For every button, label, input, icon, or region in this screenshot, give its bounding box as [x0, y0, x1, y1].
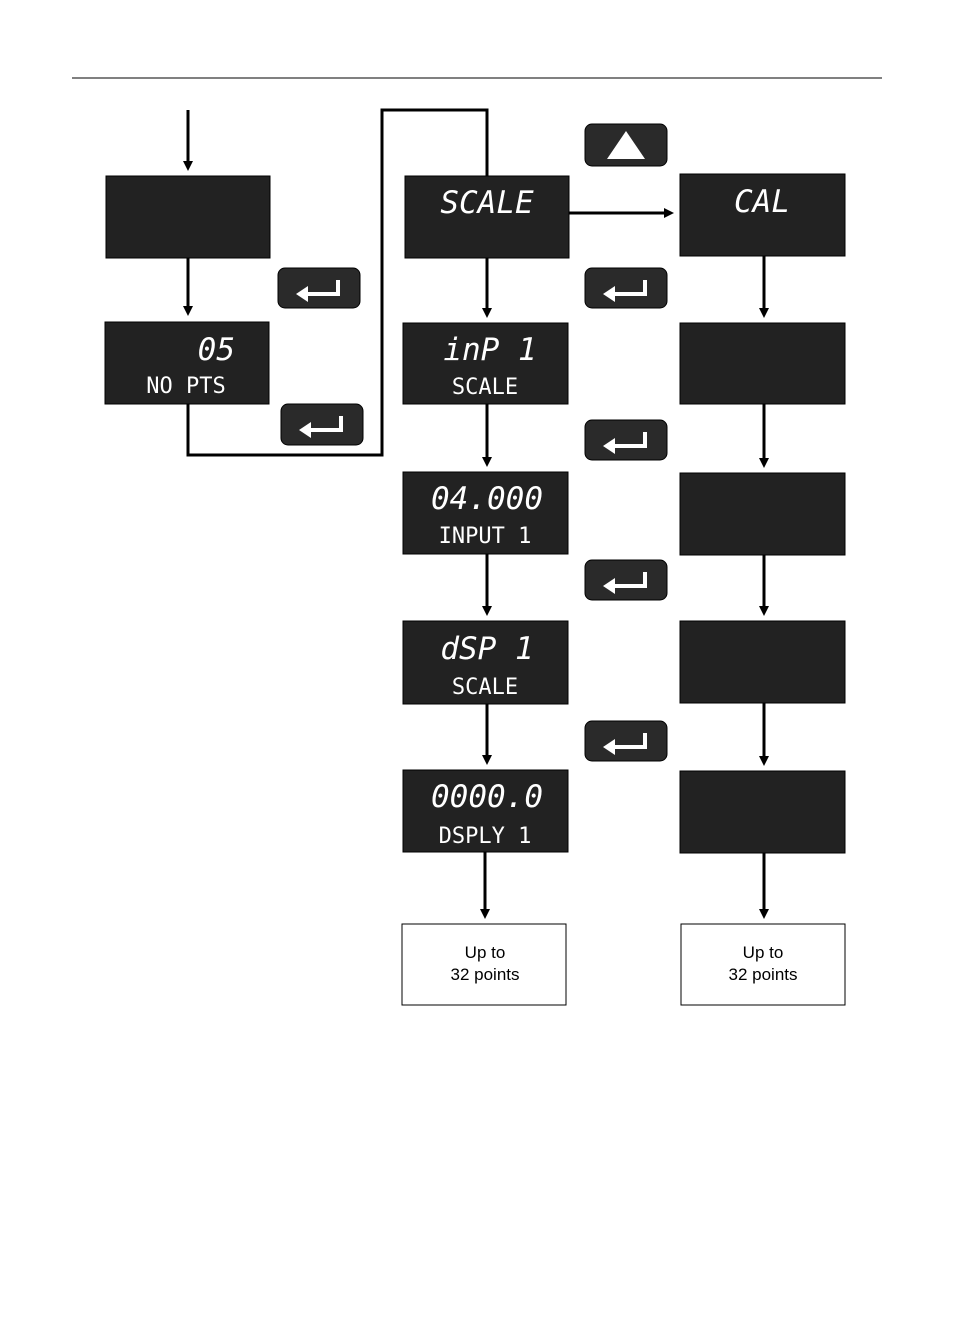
enter-icon: [603, 733, 647, 755]
up-button[interactable]: [584, 123, 668, 167]
note-scale-line1: Up to: [465, 943, 506, 962]
enter-icon: [603, 432, 647, 454]
note-scale-points: Up to 32 points: [401, 923, 567, 1006]
dsply1-value-readout: 0000.0: [431, 779, 543, 815]
display-dsply1: 0000.0 DSPLY 1: [402, 769, 569, 853]
enter-button-2[interactable]: [280, 403, 364, 446]
up-arrow-icon: [607, 131, 645, 159]
display-scale: SCALE: [404, 175, 570, 259]
enter-button-5[interactable]: [584, 559, 668, 601]
dsp1-readout: dSP 1: [440, 631, 533, 667]
display-cal-blank-4: [679, 770, 846, 854]
enter-button-6[interactable]: [584, 720, 668, 762]
display-input1: 04.000 INPUT 1: [402, 471, 569, 555]
display-no-pts: 05 NO PTS: [104, 321, 270, 405]
inp1-label: SCALE: [452, 375, 518, 400]
display-cal: CAL: [679, 173, 846, 257]
enter-icon: [299, 416, 343, 438]
display-inp1: inP 1 SCALE: [402, 322, 569, 405]
enter-icon: [296, 280, 340, 302]
no-pts-to-scale-connector: [186, 108, 489, 457]
input1-value-readout: 04.000: [431, 481, 543, 517]
enter-icon: [603, 280, 647, 302]
display-cal-blank-3: [679, 620, 846, 704]
enter-button-1[interactable]: [277, 267, 361, 309]
cal-readout: CAL: [734, 184, 790, 220]
inp1-readout: inP 1: [443, 332, 536, 368]
input1-label: INPUT 1: [439, 524, 532, 549]
note-scale-line2: 32 points: [451, 965, 520, 984]
enter-button-4[interactable]: [584, 419, 668, 461]
note-cal-line2: 32 points: [729, 965, 798, 984]
no-pts-count-readout: 05: [198, 332, 235, 368]
enter-icon: [603, 572, 647, 594]
display-cal-blank-2: [679, 472, 846, 556]
note-cal-line1: Up to: [743, 943, 784, 962]
note-cal-points: Up to 32 points: [680, 923, 846, 1006]
enter-button-3[interactable]: [584, 267, 668, 309]
no-pts-label: NO PTS: [146, 374, 225, 399]
display-cal-blank-1: [679, 322, 846, 405]
dsply1-label: DSPLY 1: [439, 824, 532, 849]
display-dsp1: dSP 1 SCALE: [402, 620, 569, 705]
display-start-blank: [105, 175, 271, 259]
scale-readout: SCALE: [440, 185, 534, 221]
flow-connectors: [183, 108, 769, 919]
dsp1-label: SCALE: [452, 675, 518, 700]
